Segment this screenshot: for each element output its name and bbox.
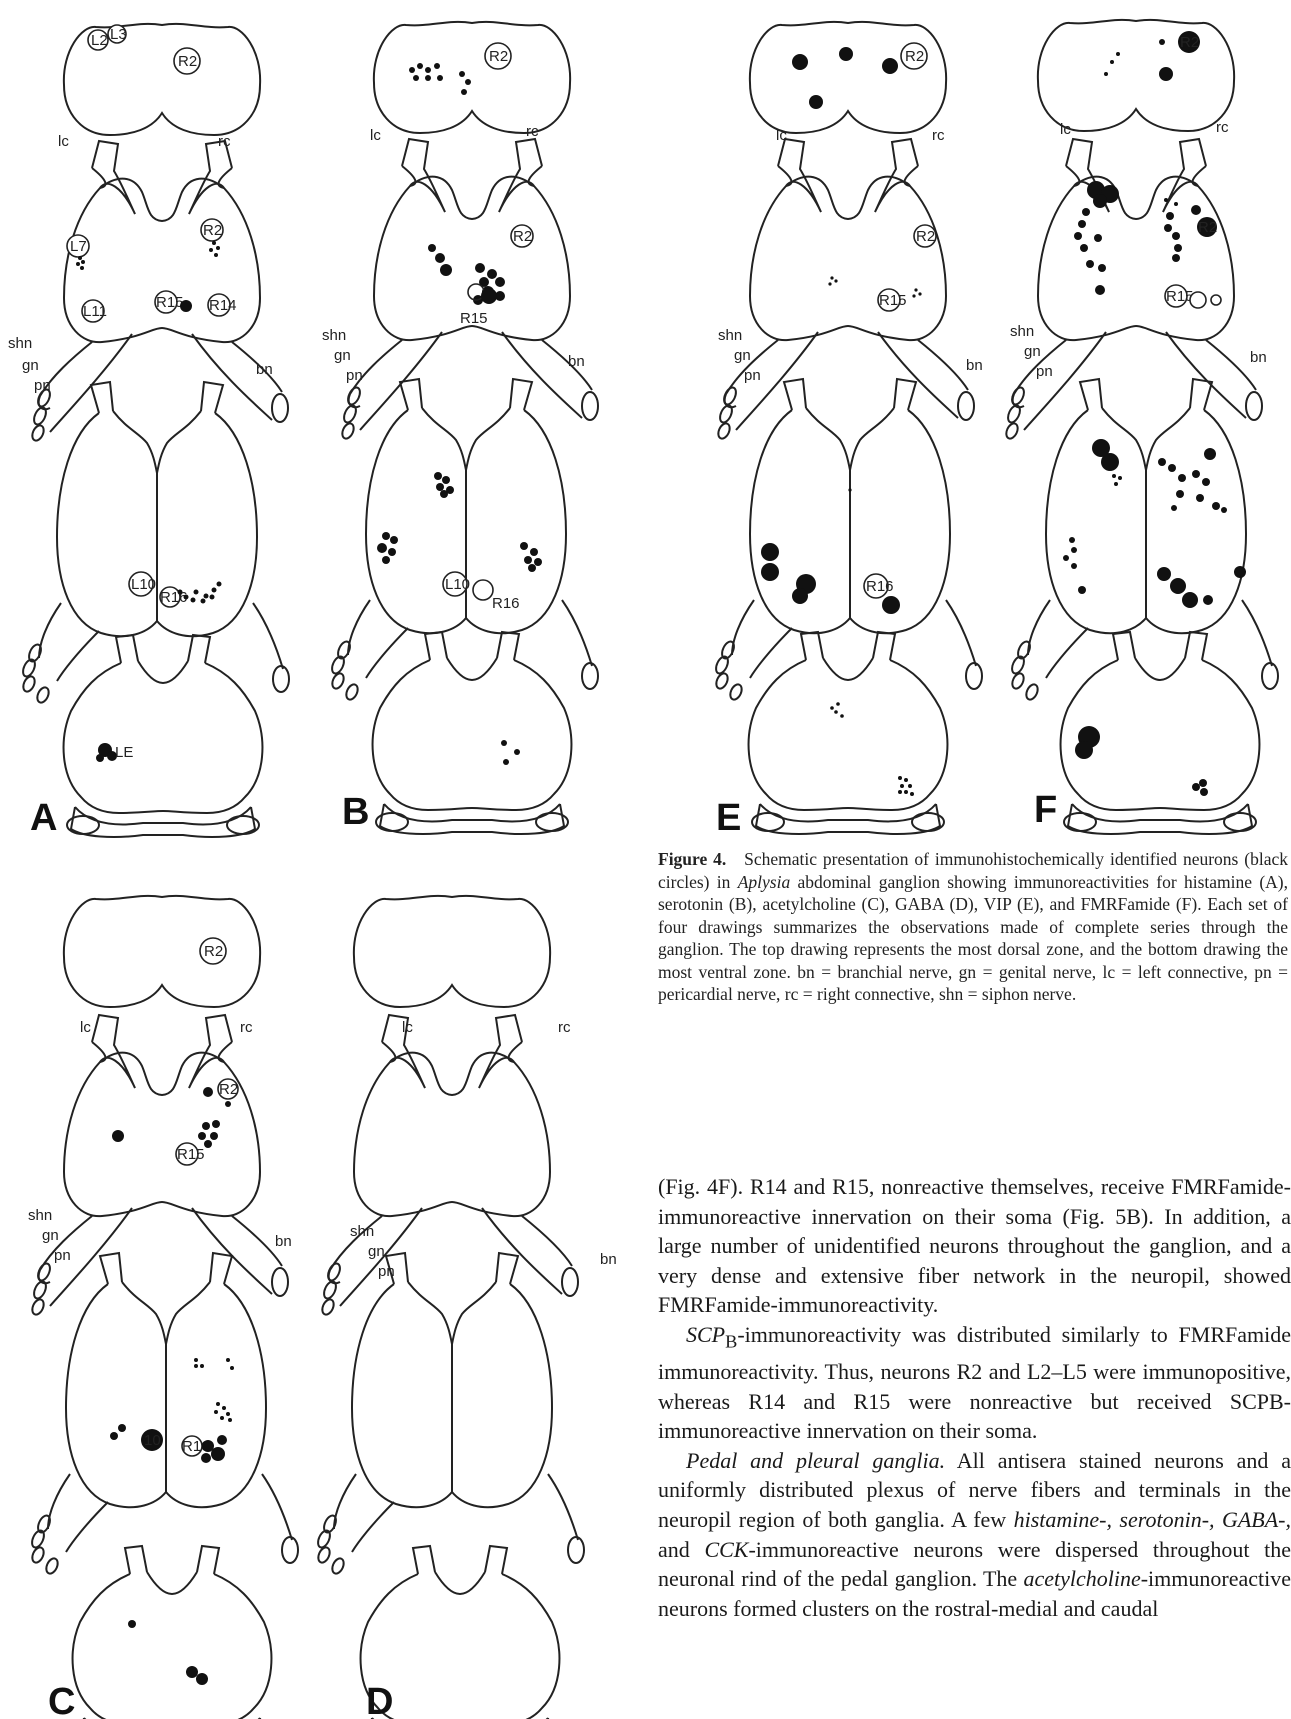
body-text: (Fig. 4F). R14 and R15, nonreactive them… [658,1172,1291,1623]
svg-text:R2: R2 [905,48,924,65]
svg-text:gn: gn [368,1243,385,1260]
svg-text:gn: gn [1024,343,1041,360]
svg-text:pn: pn [54,1247,71,1264]
figure-caption: Figure 4. Schematic presentation of immu… [658,848,1288,1006]
svg-text:lc: lc [80,1019,91,1036]
svg-text:L10: L10 [131,576,156,593]
svg-text:pn: pn [34,377,51,394]
svg-text:shn: shn [350,1223,374,1240]
svg-text:lc: lc [402,1019,413,1036]
svg-text:R2: R2 [204,943,223,960]
svg-text:R15: R15 [460,310,488,327]
body-p3-italic2: histamine-, serotonin-, GABA-, [1014,1507,1291,1532]
panel-b: R2 lc rc R2 R15 shn gn pn bn L10 R16 B [322,22,598,834]
svg-text:rc: rc [218,133,231,150]
body-p3-italic4: acetylcholine [1023,1566,1140,1591]
svg-text:bn: bn [600,1251,617,1268]
svg-text:E: E [716,797,741,839]
svg-text:L7: L7 [70,238,87,255]
svg-text:R14: R14 [209,297,237,314]
svg-text:rc: rc [240,1019,253,1036]
svg-text:R2: R2 [203,222,222,239]
scp-subscript: B [725,1331,737,1351]
body-paragraph-2: SCPB-immunoreactivity was distributed si… [658,1320,1291,1446]
caption-genus: Aplysia [738,872,791,892]
body-paragraph-3: Pedal and pleural ganglia. All antisera … [658,1446,1291,1624]
svg-text:rc: rc [1216,119,1229,136]
svg-text:R15: R15 [177,1146,205,1163]
svg-text:shn: shn [28,1207,52,1224]
svg-text:B: B [342,791,369,833]
svg-text:pn: pn [1036,363,1053,380]
svg-text:gn: gn [42,1227,59,1244]
svg-text:R2: R2 [219,1081,238,1098]
svg-text:R15: R15 [879,292,907,309]
svg-text:R16: R16 [866,578,894,595]
svg-text:bn: bn [275,1233,292,1250]
svg-text:shn: shn [718,327,742,344]
svg-text:pn: pn [744,367,761,384]
svg-text:rc: rc [558,1019,571,1036]
svg-text:D: D [366,1681,393,1719]
panel-e: R2 lc rc R2 R15 shn gn pn bn R16 E [714,22,983,839]
svg-text:gn: gn [734,347,751,364]
svg-text:L10: L10 [445,576,470,593]
svg-text:L3: L3 [110,26,127,43]
svg-text:lc: lc [370,127,381,144]
svg-text:bn: bn [256,361,273,378]
svg-text:lc: lc [58,133,69,150]
body-paragraph-1: (Fig. 4F). R14 and R15, nonreactive them… [658,1172,1291,1320]
svg-text:A: A [30,797,57,839]
svg-text:shn: shn [8,335,32,352]
svg-text:shn: shn [1010,323,1034,340]
svg-text:L2: L2 [91,32,108,49]
svg-text:R15: R15 [1166,288,1194,305]
svg-text:gn: gn [22,357,39,374]
svg-text:R2: R2 [1198,219,1217,236]
svg-text:bn: bn [568,353,585,370]
svg-text:pn: pn [346,367,363,384]
section-heading: Pedal and pleural ganglia. [686,1448,945,1473]
svg-text:shn: shn [322,327,346,344]
svg-text:R16: R16 [160,589,188,606]
body-paragraph-2-rest: -immunoreactivity was distributed simila… [658,1322,1291,1443]
svg-text:R2: R2 [513,228,532,245]
svg-text:R15: R15 [156,294,184,311]
svg-text:lc: lc [1060,121,1071,138]
panel-f: R2 lc rc R2 R15 shn gn pn bn F [1004,20,1278,834]
svg-text:R2: R2 [1180,34,1199,51]
svg-text:bn: bn [1250,349,1267,366]
svg-text:rc: rc [526,123,539,140]
svg-text:LE: LE [115,744,133,761]
scp-label: SCP [686,1322,725,1347]
svg-text:lc: lc [776,127,787,144]
svg-text:bn: bn [966,357,983,374]
svg-text:rc: rc [932,127,945,144]
svg-text:L11: L11 [83,303,107,320]
svg-text:gn: gn [334,347,351,364]
svg-text:C: C [48,1681,75,1719]
svg-text:F: F [1034,789,1057,831]
svg-text:R16: R16 [492,595,520,612]
panel-a: L2 L3 R2 lc rc L7 R2 L11 R15 R14 shn gn pn b… [8,24,289,839]
svg-text:10: 10 [144,1432,161,1449]
body-p3-italic3: CCK [704,1537,748,1562]
svg-text:R2: R2 [178,53,197,70]
caption-label: Figure 4. [658,849,726,869]
svg-text:R2: R2 [916,228,935,245]
svg-text:R2: R2 [489,48,508,65]
body-p3-b: and [658,1537,704,1562]
